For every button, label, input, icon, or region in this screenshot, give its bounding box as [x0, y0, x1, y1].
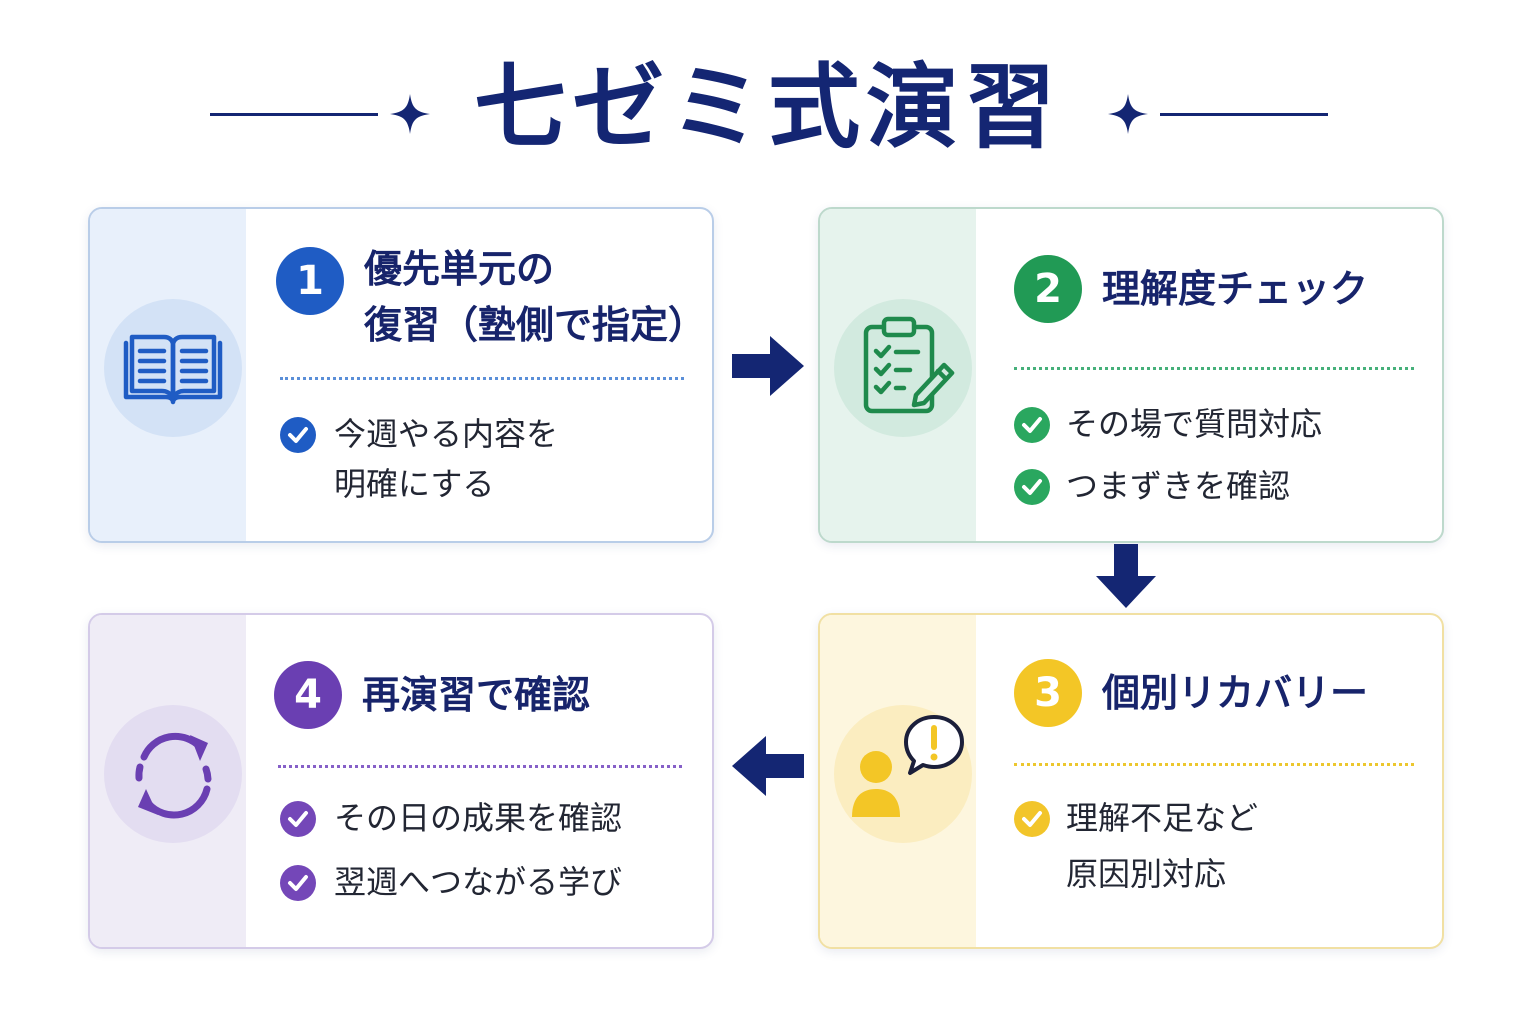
step-number-badge: 1 — [276, 247, 344, 315]
person-alert-icon — [852, 715, 964, 817]
dotted-divider — [1014, 367, 1414, 370]
open-book-icon — [123, 334, 223, 405]
bullet-text-line-1: その日の成果を確認 — [334, 799, 623, 837]
step-heading-line-1: 理解度チェック — [1102, 267, 1369, 311]
icon-badge — [834, 705, 972, 843]
title-left-line — [210, 113, 378, 116]
step-heading-line-1: 再演習で確認 — [362, 673, 591, 717]
check-icon — [1014, 801, 1050, 837]
sparkle-icon — [390, 94, 430, 134]
dotted-divider — [1014, 763, 1414, 766]
step-number-badge: 3 — [1014, 659, 1082, 727]
step-number-badge: 4 — [274, 661, 342, 729]
step-number-badge: 2 — [1014, 255, 1082, 323]
step-heading-line-1: 優先単元の — [364, 247, 555, 291]
bullet-text-line-1: 今週やる内容を — [334, 415, 559, 453]
check-icon — [280, 801, 316, 837]
dotted-divider — [278, 765, 682, 768]
page-title: 七ゼミ式演習 — [473, 54, 1062, 161]
clipboard-checklist-icon — [863, 316, 955, 414]
title-banner: 七ゼミ式演習 — [0, 48, 1536, 168]
bullet-text-line-2: 原因別対応 — [1066, 855, 1227, 893]
bullet-text-line-2: 翌週へつながる学び — [334, 863, 623, 901]
icon-badge — [104, 299, 242, 437]
title-right-line — [1160, 113, 1328, 116]
step-card-4: 4 再演習で確認 その日の成果を確認 翌週へつながる学び — [88, 613, 714, 949]
bullet-text-line-1: 理解不足など — [1066, 799, 1259, 837]
step-heading-line-1: 個別リカバリー — [1102, 671, 1369, 715]
check-icon — [280, 417, 316, 453]
step-card-2: 2 理解度チェック その場で質問対応 つまずきを確認 — [818, 207, 1444, 543]
step-card-3: 3 個別リカバリー 理解不足など 原因別対応 — [818, 613, 1444, 949]
step-card-1: 1 優先単元の 復習（塾側で指定） 今週やる内容を 明確にする — [88, 207, 714, 543]
arrow-down-icon — [1096, 544, 1156, 608]
sparkle-icon — [1108, 94, 1148, 134]
arrow-left-icon — [732, 736, 804, 796]
check-icon — [1014, 469, 1050, 505]
step-heading-line-2: 復習（塾側で指定） — [364, 303, 707, 347]
icon-badge — [104, 705, 242, 843]
check-icon — [280, 865, 316, 901]
icon-badge — [834, 299, 972, 437]
check-icon — [1014, 407, 1050, 443]
arrow-right-icon — [732, 336, 804, 396]
bullet-text-line-2: 明確にする — [334, 465, 495, 503]
bullet-text-line-2: つまずきを確認 — [1066, 467, 1291, 505]
bullet-text-line-1: その場で質問対応 — [1066, 405, 1323, 443]
dotted-divider — [280, 377, 684, 380]
refresh-cycle-icon — [135, 732, 212, 819]
